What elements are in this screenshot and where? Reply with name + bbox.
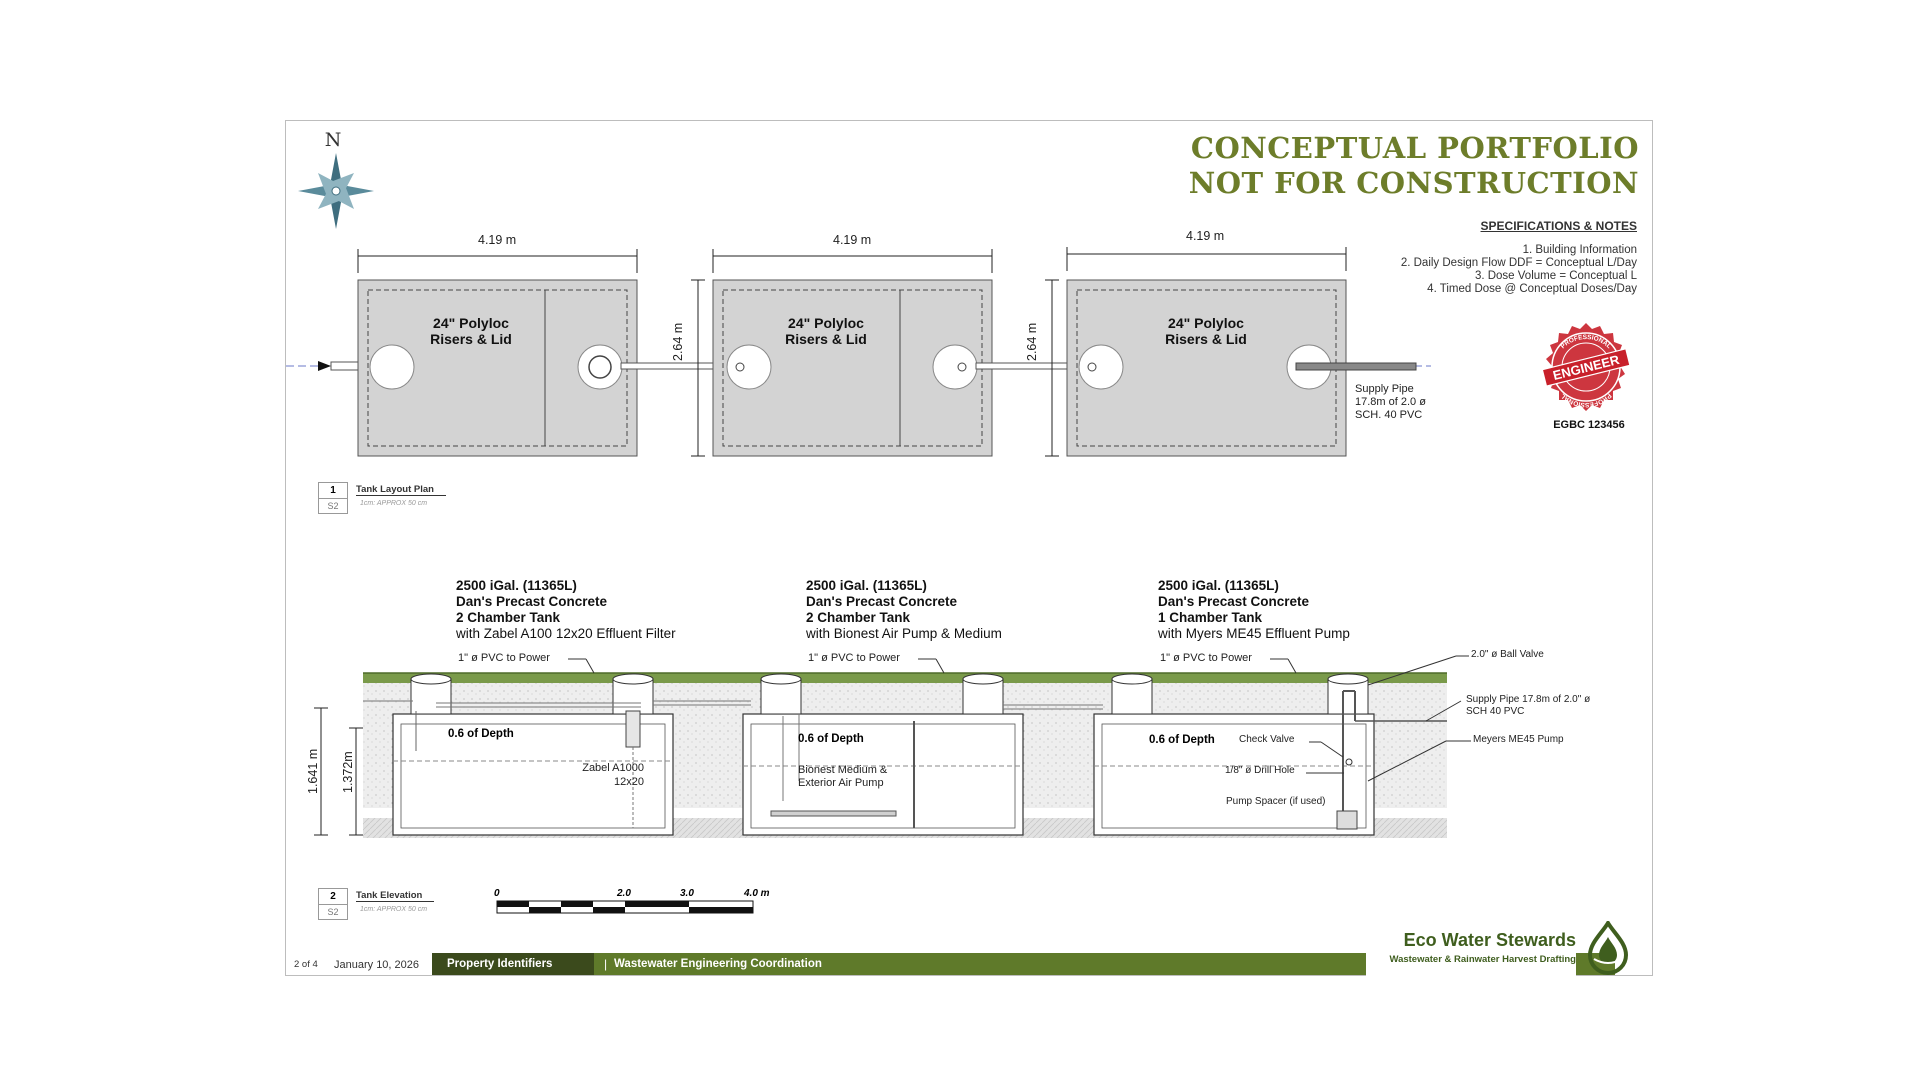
elevation-tank-2 [742,673,1024,836]
spec-item: 3. Dose Volume = Conceptual L [1474,270,1637,282]
pump-label: Meyers ME45 Pump [1473,734,1564,745]
elevation-tank-1 [363,673,674,836]
brand-name: Eco Water Stewards [1403,930,1576,950]
scale-label-4: 4.0 m [744,888,770,899]
pump-spacer-label: Pump Spacer (if used) [1226,796,1326,807]
depth-label-2: 0.6 of Depth [798,733,864,745]
scale-label-3: 3.0 [680,888,694,899]
depth-label-3: 0.6 of Depth [1149,734,1215,746]
view-tag-elevation: 2 S2 Tank Elevation 1cm: APPROX 50 cm [318,888,478,922]
brand-subtitle: Wastewater & Rainwater Harvest Drafting [1389,954,1576,965]
brand-block: Eco Water Stewards Wastewater & Rainwate… [1366,929,1576,979]
footer-date: January 10, 2026 [334,959,420,971]
power-label-3: 1" ø PVC to Power [1160,652,1252,664]
water-drop-icon [1587,921,1629,975]
tank-1-title: 2500 iGal. (11365L)Dan's Precast Concret… [456,578,676,641]
specs-list: 1. Building Information 2. Daily Design … [1401,244,1637,296]
north-label: N [324,129,342,151]
title-line-1: CONCEPTUAL PORTFOLIO [1190,131,1639,165]
bionest-label: Bionest Medium &Exterior Air Pump [798,764,888,789]
inlet-arrow-icon [318,361,331,371]
power-label-1: 1" ø PVC to Power [458,652,550,664]
engineer-stamp: PROFESSIONAL PROFESSIONAL ENGINEER [1541,323,1631,411]
grass-surface [363,673,1447,683]
width-label-1: 4.19 m [478,233,517,247]
plan-tank-2 [691,249,1087,457]
power-label-2: 1" ø PVC to Power [808,652,900,664]
page-number: 2 of 4 [294,959,318,970]
tank-2-title: 2500 iGal. (11365L)Dan's Precast Concret… [806,578,1002,641]
tank-layout-plan [286,247,1431,457]
footer-bar-light: | Wastewater Engineering Coordination [594,953,1615,975]
tank-elevation [314,655,1471,914]
elevation-tank-3 [1093,673,1447,836]
plan-tank-1 [357,249,732,457]
plan-tank-3 [1045,247,1417,457]
dim-outer-label: 1.641 m [306,748,320,794]
scale-bar [496,900,754,914]
scale-label-0: 0 [494,888,500,899]
view-tag-plan: 1 S2 Tank Layout Plan 1cm: APPROX 50 cm [318,482,478,516]
spec-item: 2. Daily Design Flow DDF = Conceptual L/… [1400,257,1637,269]
specs-heading: SPECIFICATIONS & NOTES [1480,219,1637,233]
width-label-3: 4.19 m [1186,229,1225,243]
drill-hole-label: 1/8" ø Drill Hole [1225,765,1295,776]
stamp-code: EGBC 123456 [1553,419,1625,431]
spec-item: 4. Timed Dose @ Conceptual Doses/Day [1427,283,1637,295]
width-label-2: 4.19 m [833,233,872,247]
drawing-sheet: CONCEPTUAL PORTFOLIO NOT FOR CONSTRUCTIO… [285,120,1653,979]
footer-bar-dark: Property Identifiers [432,953,594,975]
depth-label-1: 0.6 of Depth [448,728,514,740]
tank-3-title: 2500 iGal. (11365L)Dan's Precast Concret… [1158,578,1350,641]
spec-item: 1. Building Information [1522,244,1637,256]
check-valve-label: Check Valve [1239,734,1295,745]
title-line-2: NOT FOR CONSTRUCTION [1188,166,1639,200]
supply-pipe-plan [1295,362,1417,371]
scale-label-2: 2.0 [617,888,631,899]
ball-valve-label: 2.0" ø Ball Valve [1471,649,1544,660]
title-block: CONCEPTUAL PORTFOLIO NOT FOR CONSTRUCTIO… [1189,131,1639,201]
dim-inner-label: 1.372m [341,751,355,793]
compass-rose-icon [298,153,374,229]
